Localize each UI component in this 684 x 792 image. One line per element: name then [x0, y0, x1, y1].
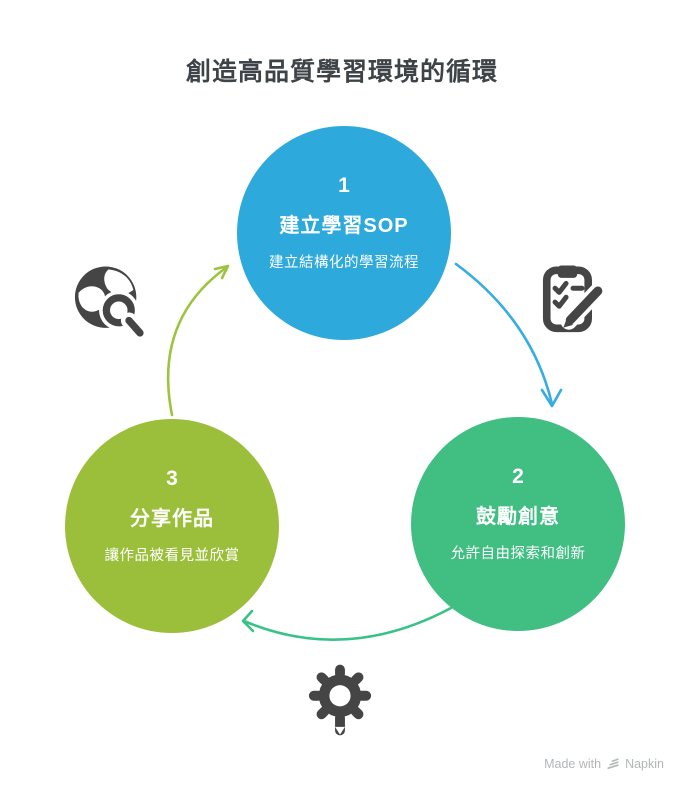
step-3-content: 3 分享作品 讓作品被看見並欣賞 — [105, 467, 240, 565]
gear-icon — [306, 659, 374, 746]
step-number: 1 — [338, 174, 350, 197]
globe-search-icon — [72, 262, 149, 349]
diagram-title: 創造高品質學習環境的循環 — [185, 58, 498, 86]
step-circle-1: 1 建立學習SOP 建立結構化的學習流程 — [237, 126, 451, 340]
napkin-logo-icon — [607, 758, 619, 769]
step-label: 分享作品 — [130, 508, 214, 530]
watermark-brand: Napkin — [625, 757, 664, 771]
step-label: 建立學習SOP — [279, 215, 409, 237]
step-number: 2 — [512, 465, 524, 488]
arrow-step3-to-step1 — [166, 264, 230, 417]
step-description: 讓作品被看見並欣賞 — [104, 548, 240, 564]
step-number: 3 — [166, 467, 178, 490]
clipboard-check-pencil-icon — [537, 262, 609, 343]
made-with-napkin-link[interactable]: Made with Napkin — [544, 757, 664, 771]
step-description: 建立結構化的學習流程 — [269, 255, 419, 271]
step-circle-3: 3 分享作品 讓作品被看見並欣賞 — [65, 419, 279, 633]
step-1-content: 1 建立學習SOP 建立結構化的學習流程 — [269, 174, 419, 272]
watermark-prefix: Made with — [544, 757, 602, 771]
step-description: 允許自由探索和創新 — [450, 546, 586, 562]
step-circle-2: 2 鼓勵創意 允許自由探索和創新 — [411, 417, 625, 631]
arrow-step2-to-step3 — [241, 606, 453, 641]
step-2-content: 2 鼓勵創意 允許自由探索和創新 — [451, 465, 586, 563]
step-label: 鼓勵創意 — [476, 506, 560, 528]
